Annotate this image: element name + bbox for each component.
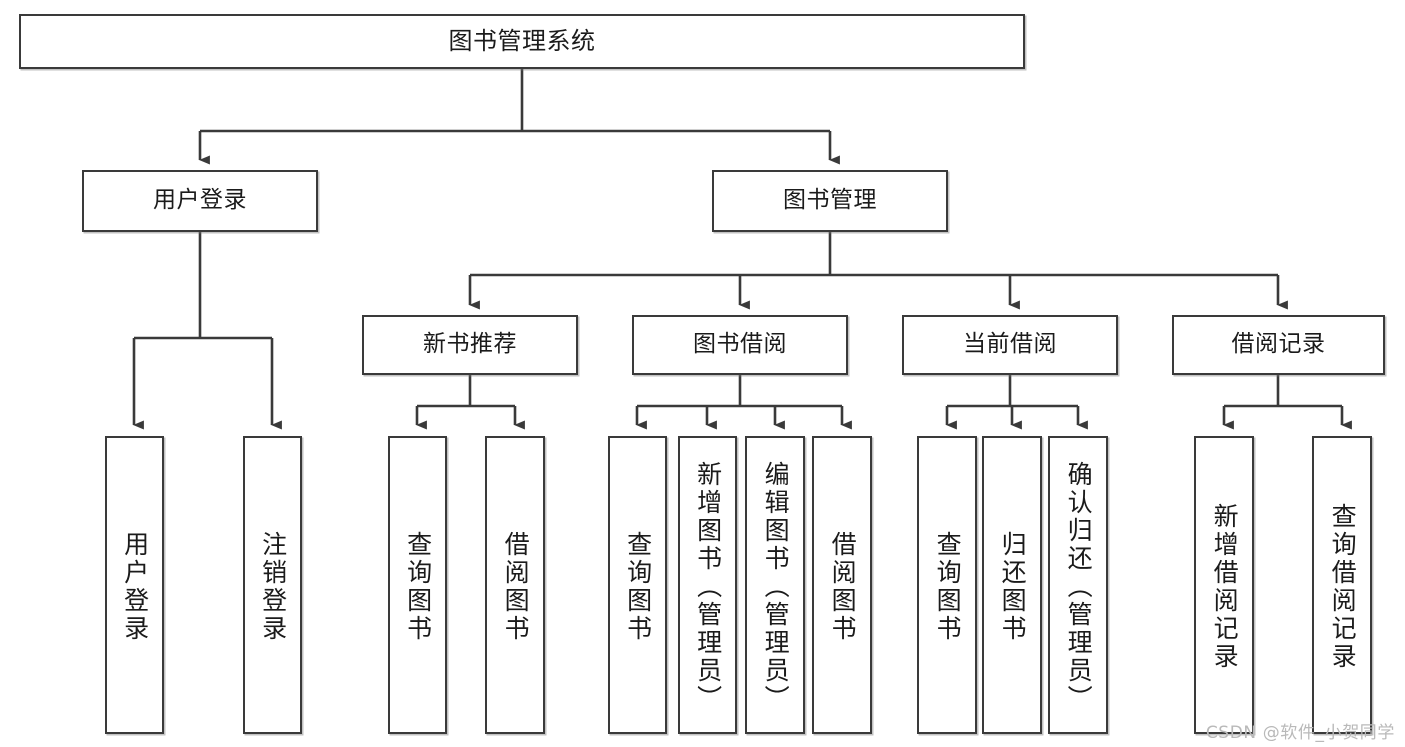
node-label: 图书管理系统 (448, 27, 596, 56)
node-label: 注销登录 (258, 531, 288, 643)
node-new-book-recommendation[interactable]: 新书推荐 (362, 315, 578, 375)
node-label: 新增借阅记录 (1210, 503, 1240, 671)
node-label: 当前借阅 (963, 331, 1057, 358)
node-borrow-record[interactable]: 借阅记录 (1172, 315, 1385, 375)
node-label: 查询图书 (403, 531, 433, 643)
node-label: 借阅记录 (1231, 331, 1326, 358)
node-user-login[interactable]: 用户登录 (82, 170, 318, 232)
leaf-current-confirm-return-admin[interactable]: 确认归还（管理员） (1048, 436, 1108, 734)
node-label: 用户登录 (120, 531, 150, 643)
leaf-user-login-signout[interactable]: 注销登录 (243, 436, 302, 734)
node-label: 新增图书（管理员） (693, 461, 723, 713)
leaf-user-login-signin[interactable]: 用户登录 (105, 436, 164, 734)
node-label: 借阅图书 (501, 531, 531, 643)
leaf-current-return-book[interactable]: 归还图书 (982, 436, 1042, 734)
node-label: 图书管理 (783, 187, 877, 214)
leaf-borrow-edit-book-admin[interactable]: 编辑图书（管理员） (745, 436, 805, 734)
node-label: 确认归还（管理员） (1064, 461, 1094, 713)
node-current-borrow[interactable]: 当前借阅 (902, 315, 1118, 375)
leaf-borrow-borrow-book[interactable]: 借阅图书 (812, 436, 872, 734)
node-label: 查询借阅记录 (1328, 503, 1358, 671)
leaf-borrow-query-book[interactable]: 查询图书 (608, 436, 667, 734)
leaf-record-query-borrow-record[interactable]: 查询借阅记录 (1312, 436, 1372, 734)
node-label: 编辑图书（管理员） (761, 461, 791, 713)
node-label: 新书推荐 (423, 331, 517, 358)
leaf-borrow-add-book-admin[interactable]: 新增图书（管理员） (678, 436, 737, 734)
node-label: 归还图书 (998, 531, 1028, 643)
node-book-borrow[interactable]: 图书借阅 (632, 315, 848, 375)
leaf-new-book-query[interactable]: 查询图书 (388, 436, 447, 734)
node-root-system[interactable]: 图书管理系统 (19, 14, 1025, 69)
leaf-current-query-book[interactable]: 查询图书 (917, 436, 977, 734)
node-label: 用户登录 (153, 187, 247, 214)
leaf-new-book-borrow[interactable]: 借阅图书 (485, 436, 545, 734)
leaf-record-add-borrow-record[interactable]: 新增借阅记录 (1194, 436, 1254, 734)
node-label: 查询图书 (933, 531, 963, 643)
node-label: 借阅图书 (828, 531, 858, 643)
node-label: 图书借阅 (693, 331, 787, 358)
node-book-management[interactable]: 图书管理 (712, 170, 948, 232)
node-label: 查询图书 (623, 531, 653, 643)
